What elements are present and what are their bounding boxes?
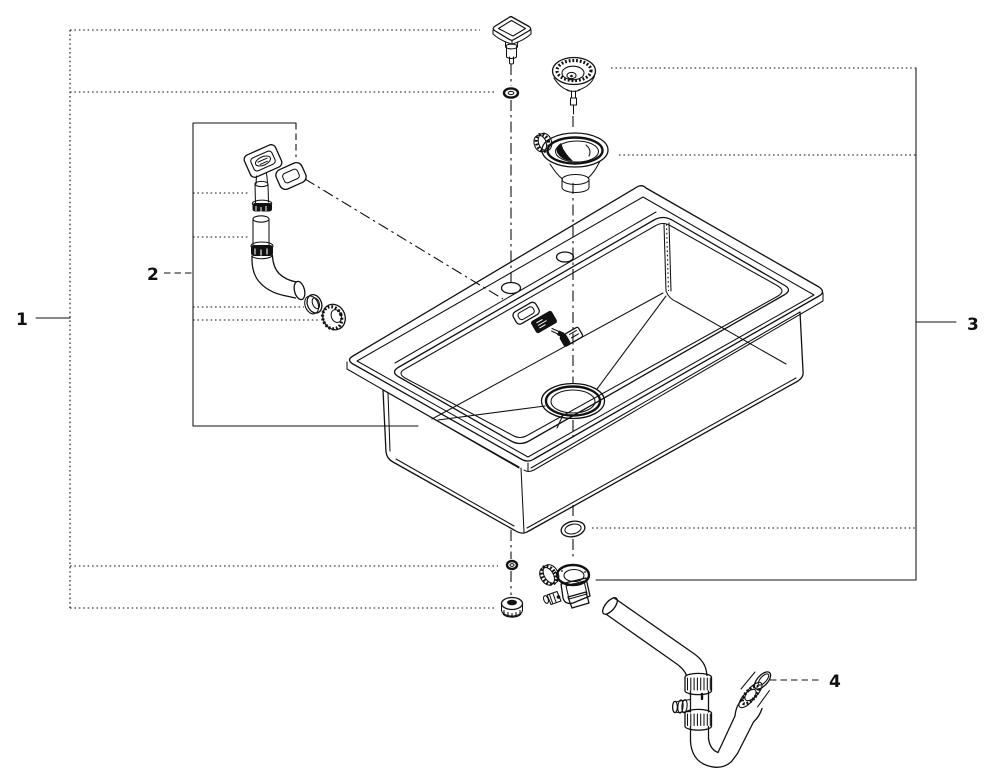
overflow-gasket bbox=[275, 161, 307, 191]
assembly-centerlines bbox=[304, 64, 574, 595]
drain-hole bbox=[540, 382, 606, 420]
overflow-pipe-lower bbox=[250, 215, 274, 260]
callout-bracket-1 bbox=[35, 29, 498, 609]
callout-bracket-3 bbox=[592, 67, 957, 581]
overflow-assembly bbox=[243, 144, 346, 331]
deck-locknut bbox=[500, 596, 524, 619]
callout-label-3: 3 bbox=[967, 315, 979, 335]
deck-o-ring bbox=[505, 559, 519, 571]
overflow-clip-small bbox=[559, 326, 584, 347]
faucet-hole-left bbox=[500, 281, 522, 295]
overflow-seal-ring bbox=[304, 293, 323, 315]
control-knob bbox=[492, 15, 532, 65]
callout-label-2: 2 bbox=[147, 265, 159, 285]
callout-label-1: 1 bbox=[16, 310, 28, 330]
overflow-cover bbox=[243, 144, 283, 178]
overflow-elbow bbox=[251, 255, 306, 301]
callout-label-4: 4 bbox=[829, 672, 841, 692]
strainer-basket bbox=[551, 56, 597, 115]
drain-valve bbox=[539, 563, 591, 609]
drain-trap bbox=[602, 596, 772, 768]
faucet-hole-right bbox=[555, 251, 575, 263]
overflow-deck-opening bbox=[512, 301, 540, 325]
callout-bracket-2 bbox=[164, 122, 419, 427]
overflow-locknut bbox=[320, 303, 346, 331]
drain-gasket bbox=[560, 520, 586, 538]
overflow-pipe-upper bbox=[251, 180, 273, 212]
sink-basin bbox=[346, 185, 824, 534]
knob-o-ring bbox=[502, 87, 520, 99]
overflow-clip bbox=[531, 310, 557, 334]
drain-flange bbox=[533, 132, 609, 194]
